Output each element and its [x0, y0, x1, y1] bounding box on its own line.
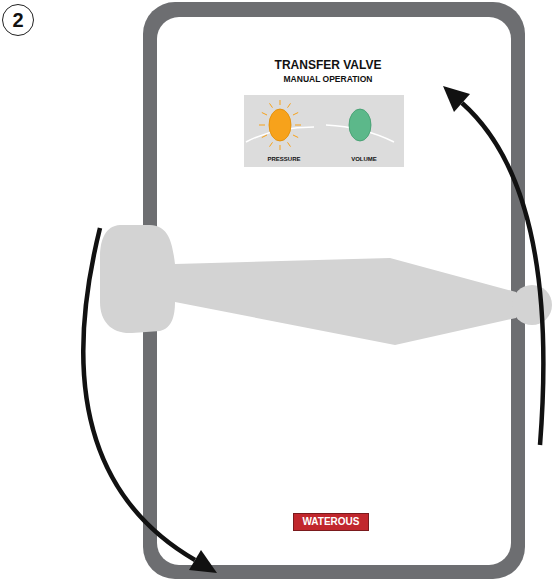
lamp — [349, 109, 371, 141]
node-label: WATEROUS — [302, 516, 359, 528]
glow-ray — [288, 103, 291, 107]
glow-ray — [259, 125, 265, 126]
panel-title: TRANSFER VALVE — [143, 59, 513, 73]
glow-ray — [280, 145, 281, 150]
rotation-arrow — [83, 228, 195, 560]
node-label: VOLUME — [324, 156, 404, 163]
glow-ray — [293, 113, 298, 116]
glow-ray — [293, 135, 298, 138]
panel-subtitle: MANUAL OPERATION — [143, 75, 513, 85]
arrow-head — [189, 550, 217, 573]
node-label: 2 — [12, 9, 23, 32]
valve-handle — [100, 225, 516, 345]
brand-badge: WATEROUS — [293, 513, 368, 531]
glow-ray — [262, 135, 267, 138]
glow-ray — [280, 100, 281, 105]
volume-indicator: VOLUME — [324, 95, 404, 167]
glow-ray — [270, 103, 273, 107]
glow-ray — [262, 113, 267, 116]
glow-ray — [288, 142, 291, 146]
glow-ray — [295, 125, 301, 126]
lamp — [269, 109, 291, 141]
rotation-arrow — [462, 103, 543, 445]
pressure-indicator: PRESSURE — [244, 95, 324, 167]
glow-ray — [270, 142, 273, 146]
faceplate: TRANSFER VALVE MANUAL OPERATION PRESSUREVO… — [143, 2, 525, 579]
callout-number: 2 — [2, 4, 34, 36]
node-label: PRESSURE — [244, 156, 324, 163]
handle-knob — [512, 285, 552, 325]
arrow-head — [443, 86, 470, 112]
